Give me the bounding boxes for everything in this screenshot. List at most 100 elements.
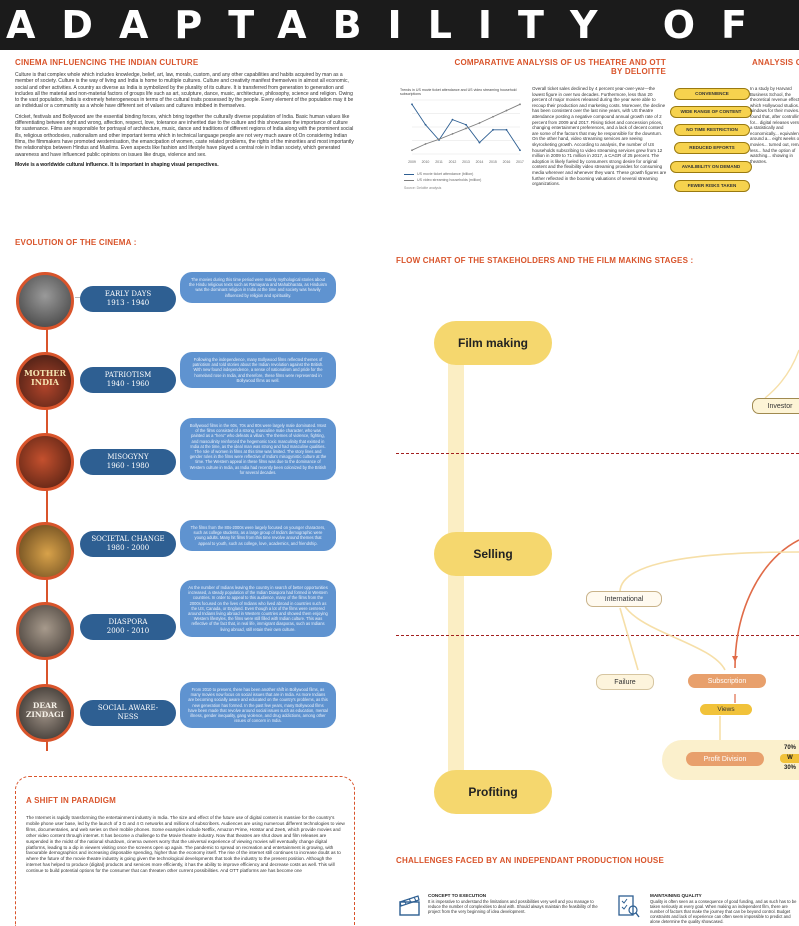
data-point xyxy=(411,103,413,106)
timeline-desc-early-days: The movies during this time period were … xyxy=(180,272,336,303)
culture-title: CINEMA INFLUENCING THE INDIAN CULTURE xyxy=(15,58,199,67)
comparative-text: Overall ticket sales declined by 4 perce… xyxy=(532,86,667,187)
data-point xyxy=(492,115,494,118)
x-tick-label: 2017 xyxy=(516,160,524,164)
timeline-label-title: SOCIETAL CHANGE xyxy=(91,535,165,543)
timeline-desc-social-awareness: From 2010 to present, there has been ano… xyxy=(180,682,336,729)
data-point xyxy=(451,132,454,135)
legend-label-streaming: US video streaming households (million) xyxy=(417,178,482,182)
timeline-label-title: SOCIAL AWARE- xyxy=(97,704,159,712)
profit-share-tag: W xyxy=(780,754,799,763)
comparative-title-line2: BY DELOITTE xyxy=(611,67,666,76)
culture-text: Culture is that complex whole which incl… xyxy=(15,72,355,168)
timeline-label-years: 1913 - 1940 xyxy=(106,299,150,307)
challenge-concept-title: CONCEPT TO EXECUTION xyxy=(428,893,487,898)
data-point xyxy=(465,127,467,130)
timeline-desc-societal-change: The films from the 80s-2000s were largel… xyxy=(180,520,336,551)
title-banner: ADAPTABILITY OF RESILI xyxy=(0,0,799,50)
data-point xyxy=(451,118,454,121)
chart-caption: Trends in US movie ticket attendance and… xyxy=(400,88,517,96)
timeline-image-early-days xyxy=(16,272,74,330)
pill-availability: AVAILIBILITY ON DEMAND xyxy=(670,161,752,173)
timeline-label-years: NESS xyxy=(117,713,139,721)
data-point xyxy=(519,149,521,152)
timeline-label-social-awareness: SOCIAL AWARE-NESS xyxy=(80,700,176,726)
x-tick-label: 2011 xyxy=(435,160,443,164)
flow-connectors xyxy=(619,349,799,744)
stage-selling: Selling xyxy=(434,532,552,576)
timeline-label-title: DIASPORA xyxy=(108,618,148,626)
data-point xyxy=(492,128,494,131)
timeline-desc-diaspora: As the number of Indians leaving the cou… xyxy=(180,580,336,637)
mother-india-poster-text: MOTHER INDIA xyxy=(23,368,67,387)
x-tick-label: 2009 xyxy=(408,160,416,164)
data-point xyxy=(478,141,481,144)
data-point xyxy=(424,123,427,126)
data-point xyxy=(505,128,508,131)
culture-para-2: Cricket, festivals and Bollywood are the… xyxy=(15,113,354,158)
pill-fewer-risks: FEWER RISKS TAKEN xyxy=(674,180,750,192)
stage-divider-2 xyxy=(396,635,799,636)
timeline-image-societal-change xyxy=(16,522,74,580)
challenges-title: CHALLENGES FACED BY AN INDEPENDANT PRODU… xyxy=(396,856,664,865)
analysis-text: In a study by Harvard Business School, t… xyxy=(750,86,799,164)
stage-divider-1 xyxy=(396,453,799,454)
node-profit-division: Profit Division xyxy=(686,752,764,766)
node-international: International xyxy=(586,591,662,607)
legend-item-streaming: US video streaming households (million) xyxy=(404,178,524,182)
paradigm-text: The Internet is rapidly transforming the… xyxy=(26,815,345,874)
node-failure: Failure xyxy=(596,674,654,690)
data-point xyxy=(465,123,467,126)
timeline-image-social-awareness: DEAR ZINDAGI xyxy=(16,684,74,742)
comparative-title: COMPARATIVE ANALYSIS OF US THEATRE AND O… xyxy=(440,58,666,76)
quality-checklist-icon xyxy=(618,895,640,918)
analysis-title: ANALYSIS O xyxy=(752,58,799,67)
timeline-image-patriotism: MOTHER INDIA xyxy=(16,352,74,410)
chart-source-note: Source: Deloitte analysis xyxy=(404,186,442,190)
timeline-label-title: PATRIOTISM xyxy=(104,371,152,379)
timeline-label-title: MISOGYNY xyxy=(107,453,149,461)
challenge-quality-title: MAINTAINING QUALITY xyxy=(650,893,702,898)
arrow-to-international xyxy=(619,551,799,593)
flow-title: FLOW CHART OF THE STAKEHOLDERS AND THE F… xyxy=(396,256,694,265)
culture-para-1: Culture is that complex whole which incl… xyxy=(15,72,354,110)
arrow-head-subscription xyxy=(732,656,738,662)
challenge-quality-text: Quality is often seen as a consequence o… xyxy=(650,899,797,924)
data-point xyxy=(519,103,521,106)
data-point xyxy=(478,122,481,124)
legend-label-attendance: US movie ticket attendance (billion) xyxy=(417,172,474,176)
dear-zindagi-poster-text: DEAR ZINDAGI xyxy=(25,701,65,719)
arrow-to-failure xyxy=(619,607,639,671)
evolution-title: EVOLUTION OF THE CINEMA : xyxy=(15,238,137,247)
timeline-label-years: 2000 - 2010 xyxy=(106,627,150,635)
timeline-label-years: 1960 - 1980 xyxy=(106,462,150,470)
data-point xyxy=(411,149,413,152)
profit-pct-bottom: 30% xyxy=(784,765,797,771)
data-point xyxy=(424,143,427,145)
stage-profiting: Profiting xyxy=(434,770,552,814)
timeline-label-years: 1940 - 1960 xyxy=(106,380,150,388)
timeline-label-years: 1980 - 2000 xyxy=(106,544,150,552)
node-investor: Investor xyxy=(752,398,799,414)
x-tick-label: 2015 xyxy=(489,160,497,164)
timeline-label-title: EARLY DAYS xyxy=(104,290,152,298)
profit-pct-top: 70% xyxy=(784,745,797,751)
timeline-desc-misogyny: Bollywood films in the 60s, 70s and 80s … xyxy=(180,418,336,481)
legend-item-attendance: US movie ticket attendance (billion) xyxy=(404,172,524,176)
timeline-image-misogyny xyxy=(16,433,74,491)
pill-no-time: NO TIME RESTRICTION xyxy=(674,124,750,136)
timeline-image-diaspora xyxy=(16,602,74,660)
paradigm-title: A SHIFT IN PARADIGM xyxy=(26,796,117,805)
node-views: Views xyxy=(700,704,752,715)
pill-reduced-efforts: REDUCED EFFORTS xyxy=(674,142,750,154)
x-tick-label: 2013 xyxy=(462,160,470,164)
data-point xyxy=(505,109,508,112)
timeline-desc-patriotism: Following the independence, many Bollywo… xyxy=(180,352,336,389)
clapperboard-icon xyxy=(399,895,420,916)
